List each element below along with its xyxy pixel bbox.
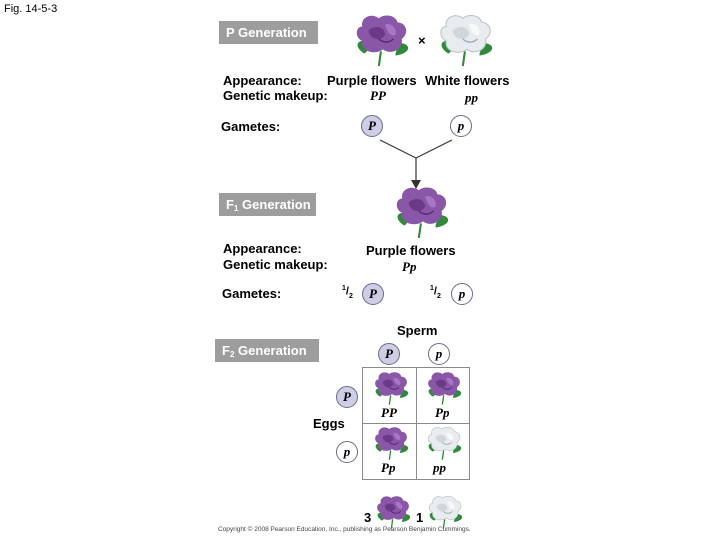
- grid-center-line: [416, 367, 417, 480]
- purple-flower-icon: [355, 14, 410, 67]
- p-purple-genotype: PP: [370, 88, 386, 103]
- cross-symbol: ×: [418, 33, 426, 48]
- f1-generation-subscript: 1: [233, 204, 239, 213]
- f1-gamete-dominant: P: [362, 283, 384, 305]
- cell-genotype-1: PP: [381, 405, 397, 420]
- p-white-appearance: White flowers: [425, 73, 510, 88]
- cell-pp-recessive-flower-icon: [427, 426, 462, 461]
- f1-generation-title-prefix: F: [226, 197, 234, 212]
- sperm-label: Sperm: [397, 323, 438, 338]
- p-gamete-recessive: p: [450, 115, 472, 137]
- p-appearance-label: Appearance:: [223, 73, 302, 88]
- cell-pp-dominant-flower-icon: [374, 371, 409, 406]
- grid-left-line: [362, 367, 363, 480]
- cell-genotype-2: Pp: [435, 405, 450, 420]
- p-gamete-dominant: P: [361, 115, 383, 137]
- ratio-white-flower-icon: [428, 495, 463, 530]
- ratio-purple-flower-icon: [376, 495, 411, 530]
- figure-label: Fig. 14-5-3: [4, 3, 58, 15]
- sperm-allele-recessive: p: [428, 343, 450, 365]
- copyright-notice: Copyright © 2008 Pearson Education, Inc.…: [218, 526, 471, 533]
- p-genetic-makeup-label: Genetic makeup:: [223, 88, 328, 103]
- sperm-allele-dominant: P: [378, 343, 400, 365]
- f1-gametes-label: Gametes:: [222, 286, 282, 301]
- p-purple-appearance: Purple flowers: [327, 73, 417, 88]
- ratio-white-count: 1: [416, 510, 424, 525]
- f1-gamete-fraction-recessive: 1/2: [430, 285, 441, 300]
- fertilization-arrow: [379, 139, 453, 189]
- white-flower-icon: [439, 14, 494, 67]
- p-gametes-label: Gametes:: [221, 119, 281, 134]
- f1-genetic-makeup-label: Genetic makeup:: [223, 257, 328, 272]
- cell-genotype-3: Pp: [381, 460, 396, 475]
- cell-pp-het2-flower-icon: [374, 426, 409, 461]
- p-generation-title: P Generation: [226, 25, 307, 40]
- f2-generation-subscript: 2: [229, 350, 235, 359]
- f2-generation-bar: F2 Generation: [215, 339, 319, 362]
- f1-appearance: Purple flowers: [366, 243, 456, 258]
- f2-generation-title-suffix: Generation: [238, 343, 307, 358]
- f1-generation-bar: F1 Generation: [219, 193, 316, 216]
- p-generation-bar: P Generation: [219, 21, 318, 44]
- f1-purple-flower-icon: [395, 186, 450, 239]
- p-white-genotype: pp: [465, 90, 478, 105]
- f1-generation-title-suffix: Generation: [242, 197, 311, 212]
- f1-appearance-label: Appearance:: [223, 241, 302, 256]
- grid-right-line: [469, 367, 470, 480]
- f1-gamete-fraction-dominant: 1/2: [342, 285, 353, 300]
- egg-allele-recessive: p: [336, 441, 358, 463]
- f2-generation-title-prefix: F: [222, 343, 230, 358]
- f1-genotype: Pp: [402, 259, 417, 274]
- egg-allele-dominant: P: [336, 386, 358, 408]
- cell-pp-het-flower-icon: [427, 371, 462, 406]
- cell-genotype-4: pp: [433, 460, 446, 475]
- ratio-purple-count: 3: [364, 510, 372, 525]
- f1-gamete-recessive: p: [451, 283, 473, 305]
- eggs-label: Eggs: [313, 416, 345, 431]
